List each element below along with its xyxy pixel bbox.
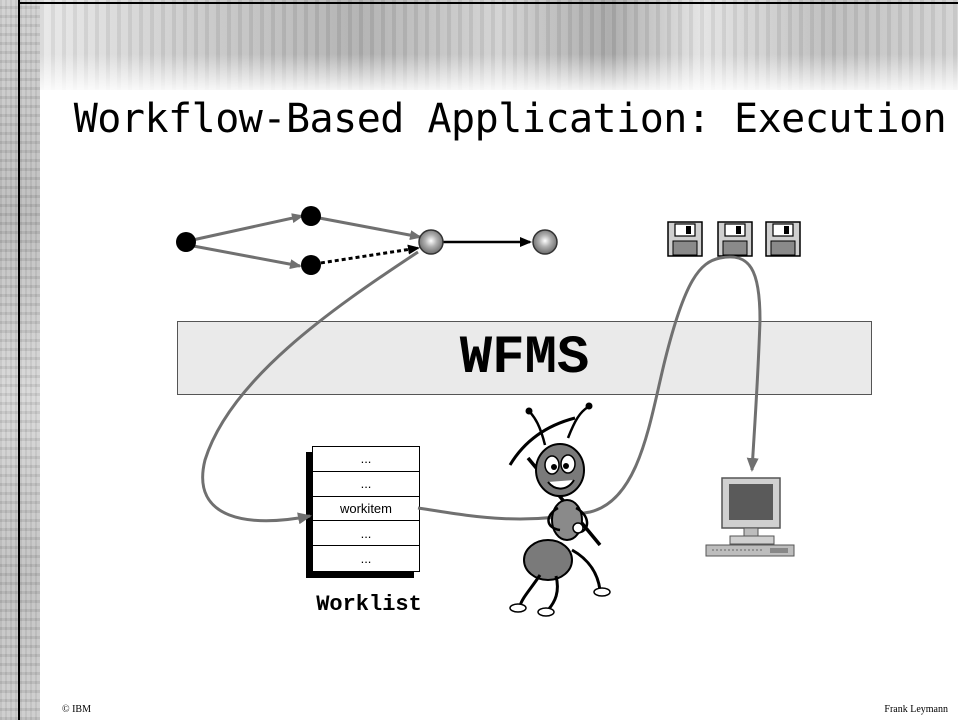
- frame-border-left: [18, 0, 20, 720]
- background-texture-left: [0, 0, 40, 720]
- worklist-item-workitem: workitem: [313, 497, 419, 522]
- activity-node: [301, 255, 321, 275]
- worklist-label: Worklist: [316, 592, 422, 617]
- slide-title: Workflow-Based Application: Execution: [73, 96, 947, 142]
- footer-copyright: © IBM: [62, 704, 91, 715]
- flow-to-computer-arrow: [417, 255, 762, 521]
- background-texture-banner: [40, 0, 958, 90]
- worklist-item: ...: [313, 447, 419, 472]
- worklist-item: ...: [313, 472, 419, 497]
- frame-border-top: [18, 2, 958, 4]
- flow-to-worklist-arrow: [201, 250, 419, 525]
- process-graph-icon: [176, 206, 558, 275]
- floppy-disk-icon: [717, 221, 753, 257]
- ant-worker-icon: [508, 402, 611, 617]
- worklist-box: ... ... workitem ... ...: [312, 446, 420, 572]
- worklist-item: ...: [313, 521, 419, 547]
- footer-author: Frank Leymann: [884, 704, 948, 715]
- current-activity-node: [418, 229, 444, 255]
- wfms-bar: WFMS: [177, 321, 872, 395]
- activity-node: [301, 206, 321, 226]
- end-node: [532, 229, 558, 255]
- floppy-disk-icon: [765, 221, 801, 257]
- floppy-disk-icon: [667, 221, 703, 257]
- computer-icon: [705, 477, 795, 557]
- worklist-item: ...: [360, 551, 372, 567]
- wfms-label: WFMS: [459, 327, 590, 389]
- start-node: [176, 232, 196, 252]
